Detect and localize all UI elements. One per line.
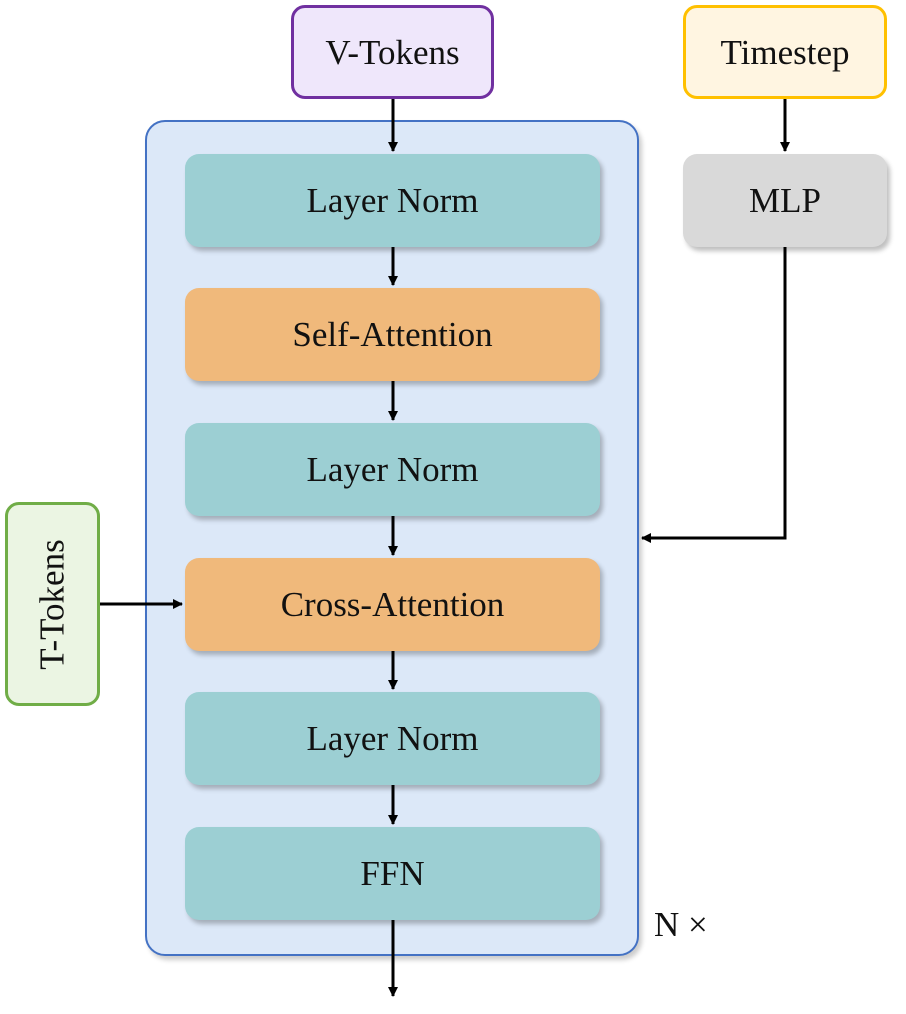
mlp-block: MLP [683,154,887,247]
v-tokens-label: V-Tokens [325,32,460,72]
layer-norm-block: Layer Norm [185,154,600,247]
timestep-label: Timestep [720,32,850,72]
cross-attention-block: Cross-Attention [185,558,600,651]
self-attention-block: Self-Attention [185,288,600,381]
ffn-label: FFN [360,854,425,893]
layer-norm-label: Layer Norm [306,719,479,758]
layer-norm-label: Layer Norm [306,181,479,220]
self-attention-label: Self-Attention [292,315,493,354]
t-tokens-input: T-Tokens [5,502,100,706]
repeat-count-label: N × [654,905,708,944]
layer-norm-label: Layer Norm [306,450,479,489]
ffn-block: FFN [185,827,600,920]
mlp-label: MLP [749,181,821,220]
layer-norm-block: Layer Norm [185,423,600,516]
v-tokens-input: V-Tokens [291,5,494,99]
timestep-input: Timestep [683,5,887,99]
arrow-mlp-to-block [641,247,787,543]
cross-attention-label: Cross-Attention [280,585,505,624]
layer-norm-block: Layer Norm [185,692,600,785]
